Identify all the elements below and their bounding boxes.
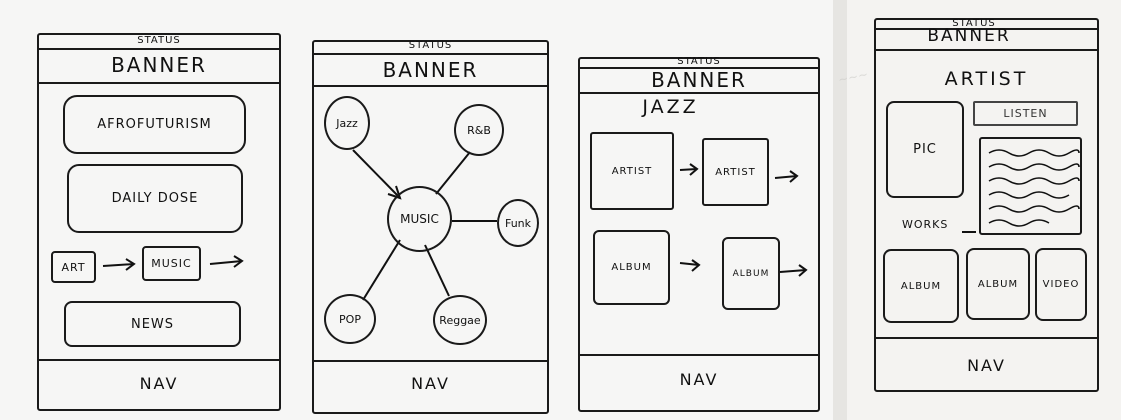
works-label: WORKS — [902, 218, 949, 231]
art-label: ART — [61, 260, 86, 274]
nav-bar[interactable]: NAV — [679, 370, 719, 389]
nav-bar[interactable]: NAV — [139, 374, 179, 393]
work-album-2[interactable]: ALBUM — [966, 248, 1030, 320]
pop-label: POP — [339, 312, 361, 326]
status-label: STATUS — [137, 35, 181, 46]
album-card-1[interactable]: ALBUM — [593, 230, 670, 305]
work-album-1[interactable]: ALBUM — [883, 249, 959, 323]
bio-text-block — [979, 137, 1082, 235]
art-tile[interactable]: ART — [51, 251, 96, 283]
artist-2-label: ARTIST — [715, 166, 756, 178]
banner-divider — [312, 85, 549, 87]
nav-bar[interactable]: NAV — [411, 374, 450, 393]
phone-frame — [312, 40, 549, 414]
phone-frame — [37, 33, 281, 411]
music-label: MUSIC — [151, 257, 192, 270]
edge-rnb — [435, 151, 471, 195]
nav-divider — [37, 359, 281, 361]
arrow-artist-next — [679, 168, 698, 171]
jazz-label: Jazz — [336, 116, 358, 130]
nav-divider — [874, 337, 1099, 339]
edge-pop — [362, 239, 401, 301]
daily-dose-label: DAILY DOSE — [111, 191, 199, 206]
banner-divider — [37, 82, 281, 84]
pic-label: PIC — [913, 142, 937, 157]
banner-label: BANNER — [651, 68, 747, 92]
artist-title: ARTIST — [944, 68, 1029, 90]
listen-label: LISTEN — [1003, 107, 1048, 120]
arrow-album-more — [779, 269, 807, 273]
reggae-node[interactable]: Reggae — [433, 295, 487, 345]
artist-card-1[interactable]: ARTIST — [590, 132, 674, 210]
rnb-node[interactable]: R&B — [454, 104, 504, 156]
arrow-music-next — [209, 260, 243, 265]
banner-label: BANNER — [111, 53, 207, 77]
afrofuturism-card[interactable]: AFROFUTURISM — [63, 95, 246, 154]
banner-divider — [578, 92, 820, 94]
artist-picture: PIC — [886, 101, 964, 198]
rnb-label: R&B — [467, 123, 491, 137]
nav-bar[interactable]: NAV — [967, 356, 1006, 375]
edge-jazz — [352, 149, 401, 199]
funk-label: Funk — [504, 216, 532, 230]
arrow-art-to-music — [102, 263, 135, 267]
album-1-label: ALBUM — [611, 262, 652, 273]
news-label: NEWS — [130, 316, 175, 332]
work-album-2-label: ALBUM — [977, 278, 1019, 290]
reggae-label: Reggae — [439, 313, 481, 327]
status-divider — [578, 67, 820, 69]
music-tile[interactable]: MUSIC — [142, 246, 201, 281]
status-label: STATUS — [952, 18, 996, 29]
banner-label: BANNER — [927, 26, 1011, 46]
music-center-label: MUSIC — [400, 212, 439, 226]
pop-node[interactable]: POP — [324, 294, 376, 344]
artist-1-label: ARTIST — [611, 165, 653, 177]
paper-gap — [833, 0, 847, 420]
paper-sheet-right — [847, 0, 1121, 420]
music-center-node[interactable]: MUSIC — [387, 186, 452, 252]
genre-title: JAZZ — [642, 96, 699, 118]
status-label: STATUS — [677, 56, 721, 67]
funk-node[interactable]: Funk — [497, 199, 539, 247]
nav-divider — [312, 360, 549, 362]
news-card[interactable]: NEWS — [64, 301, 241, 347]
album-card-2[interactable]: ALBUM — [722, 237, 780, 310]
banner-divider — [874, 49, 1099, 51]
phone-frame — [874, 18, 1099, 392]
status-label: STATUS — [408, 40, 453, 51]
banner-label: BANNER — [382, 58, 479, 82]
afrofuturism-label: AFROFUTURISM — [97, 117, 212, 132]
status-divider — [312, 53, 549, 55]
status-divider — [874, 28, 1099, 30]
arrow-album-next — [679, 262, 700, 266]
arrow-artist-more — [774, 175, 798, 179]
daily-dose-card[interactable]: DAILY DOSE — [67, 164, 243, 233]
listen-button[interactable]: LISTEN — [973, 101, 1078, 126]
edge-reggae — [424, 244, 450, 297]
jazz-node[interactable]: Jazz — [324, 96, 370, 150]
work-album-1-label: ALBUM — [900, 280, 942, 292]
bio-squiggles — [988, 149, 1080, 227]
artist-card-2[interactable]: ARTIST — [702, 138, 769, 206]
phone-frame — [578, 57, 820, 412]
work-video-label: VIDEO — [1042, 279, 1080, 290]
album-2-label: ALBUM — [732, 268, 770, 279]
work-video[interactable]: VIDEO — [1035, 248, 1087, 321]
status-divider — [37, 48, 281, 50]
nav-divider — [578, 354, 820, 356]
